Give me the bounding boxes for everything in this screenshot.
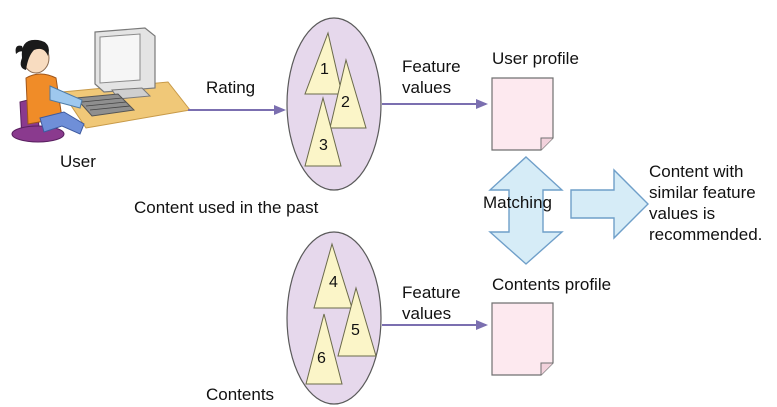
document-icon bbox=[491, 77, 554, 151]
user-label: User bbox=[60, 152, 96, 171]
feature-values-label-bottom-line1: Feature bbox=[402, 283, 461, 302]
contents-caption: Contents bbox=[206, 385, 274, 404]
content-item-number: 2 bbox=[341, 94, 350, 111]
content-item-number: 1 bbox=[320, 61, 329, 78]
feature-values-label-top-line1: Feature bbox=[402, 57, 461, 76]
past-content-caption: Content used in the past bbox=[134, 198, 319, 217]
content-item-number: 6 bbox=[317, 350, 326, 367]
document-icon bbox=[491, 302, 554, 376]
content-item-number: 3 bbox=[319, 137, 328, 154]
result-line-1: Content with bbox=[649, 162, 744, 181]
content-item-number: 5 bbox=[351, 322, 360, 339]
recommendation-arrow bbox=[570, 168, 649, 240]
content-item-shape bbox=[304, 31, 343, 95]
content-item-shape bbox=[337, 286, 377, 357]
result-line-2: similar feature bbox=[649, 183, 756, 202]
content-item-number: 4 bbox=[329, 274, 338, 291]
content-item-shape bbox=[304, 96, 342, 167]
contents-profile-label: Contents profile bbox=[492, 275, 611, 294]
feature-values-label-top-line2: values bbox=[402, 78, 451, 97]
feature-values-label-bottom-line2: values bbox=[402, 304, 451, 323]
result-line-4: recommended. bbox=[649, 225, 762, 244]
rating-label: Rating bbox=[206, 78, 255, 97]
contents-ellipse bbox=[286, 231, 382, 405]
matching-double-arrow bbox=[488, 156, 564, 265]
user-profile-label: User profile bbox=[492, 49, 579, 68]
content-item-shape bbox=[305, 313, 343, 385]
matching-label: Matching bbox=[483, 193, 552, 212]
content-item-shape bbox=[329, 58, 367, 129]
content-item-shape bbox=[313, 242, 353, 309]
result-line-3: values is bbox=[649, 204, 715, 223]
contents-group: 4 5 6 bbox=[286, 231, 382, 405]
user-at-computer-icon bbox=[11, 27, 191, 143]
past-content-group: 1 2 3 bbox=[286, 17, 382, 191]
